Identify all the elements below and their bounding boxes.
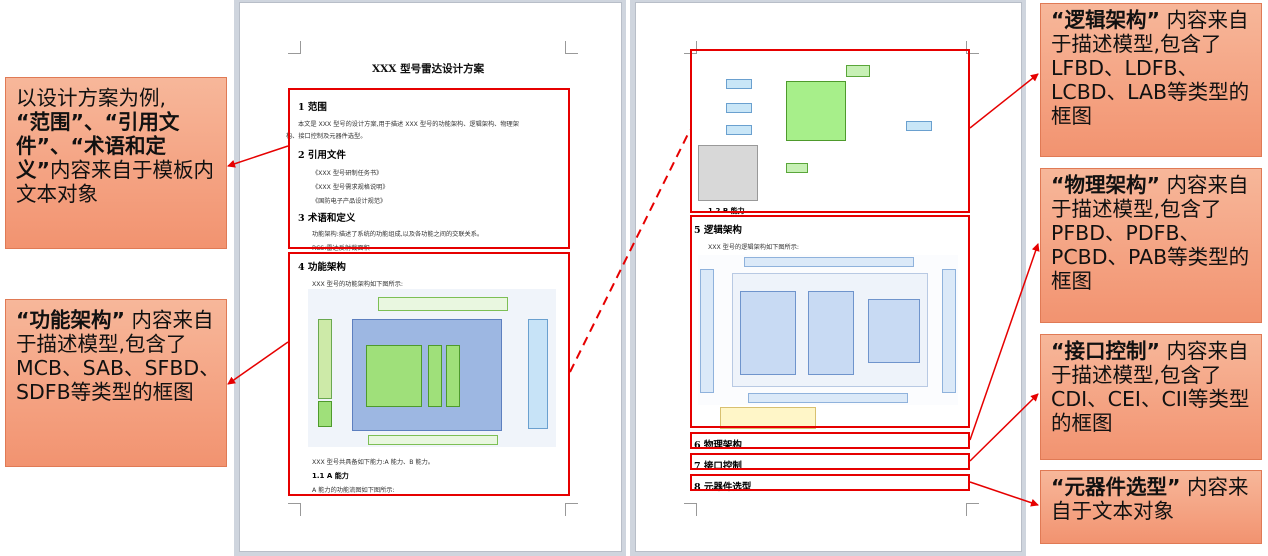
reference-item: 《国防电子产品设计规范》 [312, 198, 387, 205]
arrow-to-logical-callout [969, 73, 1039, 129]
callout-quote-functional: “功能架构” [16, 308, 125, 332]
page-corner-mark [288, 503, 301, 516]
logical-architecture-diagram [698, 255, 958, 405]
page-corner-mark [684, 503, 697, 516]
functional-architecture-diagram [308, 289, 556, 447]
callout-quote-scope: “范围” [16, 109, 84, 134]
section-4-1-heading: 1.1 A 能力 [312, 472, 349, 480]
section-5-intro: XXX 型号的逻辑架构如下图所示: [708, 244, 800, 251]
diagram-note [720, 407, 816, 429]
highlight-interface-control [690, 453, 970, 470]
diagram-block [744, 257, 914, 267]
arrow-to-text-callout [227, 145, 289, 168]
arrow-to-interface-callout [969, 393, 1039, 462]
callout-template-text: 以设计方案为例, “范围”、“引用文件”、“术语和定义”内容来自于模板内文本对象 [5, 77, 227, 249]
diagram-block [428, 345, 442, 407]
callout-functional-architecture: “功能架构” 内容来自于描述模型,包含了MCB、SAB、SFBD、SDFB等类型… [5, 299, 227, 467]
section-5-heading: 5 逻辑架构 [694, 225, 742, 236]
callout-quote-terms: “术语和定义” [16, 133, 166, 182]
diagram-block [846, 65, 870, 77]
section-1-text-line: 构、接口控制及元器件选型。 [286, 133, 367, 140]
highlight-physical-architecture [690, 432, 970, 449]
callout-logical-architecture: “逻辑架构” 内容来自于描述模型,包含了LFBD、LDFB、LCBD、LAB等类… [1040, 3, 1262, 157]
page-corner-mark [966, 41, 979, 54]
diagram-block [942, 269, 956, 393]
diagram-block [318, 319, 332, 399]
diagram-block [726, 79, 752, 89]
diagram-block [740, 291, 796, 375]
reference-item: 《XXX 型号研制任务书》 [312, 170, 383, 177]
callout-physical-architecture: “物理架构” 内容来自于描述模型,包含了PFBD、PDFB、PCBD、PAB等类… [1040, 168, 1262, 323]
diagram-block [528, 319, 548, 429]
diagram-block [726, 125, 752, 135]
highlight-text-sections [288, 88, 570, 249]
diagram-block [700, 269, 714, 393]
section-1-heading: 1 范围 [298, 102, 327, 113]
diagram-block [698, 145, 758, 201]
diagram-block [318, 401, 332, 427]
page-corner-mark [288, 41, 301, 54]
callout-tail: 内容来自于描述模型,包含了CDI、CEI、CII等类型的框图 [1051, 339, 1250, 435]
definition-line: 功能架构:描述了系统的功能组成,以及各功能之间的交联关系。 [312, 231, 484, 238]
diagram-block [446, 345, 460, 407]
section-4-intro: XXX 型号的功能架构如下图所示: [312, 281, 404, 288]
page-continuation-dashed-line [569, 129, 691, 373]
arrow-to-physical-callout [969, 243, 1040, 441]
arrow-to-component-callout [969, 481, 1039, 507]
document-page-1: XXX 型号雷达设计方案 1 范围 本文是 XXX 型号的设计方案,用于描述 X… [239, 2, 622, 552]
page-corner-mark [966, 503, 979, 516]
highlight-functional-architecture [288, 252, 570, 496]
callout-quote-logical: “逻辑架构” [1051, 8, 1160, 32]
callout-tail: 内容来自于模板内文本对象 [16, 157, 214, 206]
callout-intro: 以设计方案为例, [16, 86, 167, 110]
section-3-heading: 3 术语和定义 [298, 213, 356, 224]
highlight-component-selection [690, 474, 970, 491]
callout-tail: 内容来自于描述模型,包含了MCB、SAB、SFBD、SDFB等类型的框图 [16, 308, 220, 404]
diagram-block [368, 435, 498, 445]
diagram-block [378, 297, 508, 311]
section-7-heading: 7 接口控制 [694, 461, 742, 472]
callout-component-selection: “元器件选型” 内容来自于文本对象 [1040, 470, 1262, 544]
section-2-heading: 2 引用文件 [298, 150, 346, 161]
callout-separator: 、 [49, 133, 71, 158]
section-6-heading: 6 物理架构 [694, 440, 742, 451]
diagram-block [726, 103, 752, 113]
callout-quote-interface: “接口控制” [1051, 339, 1160, 363]
capability-b-diagram [696, 55, 966, 205]
page-corner-mark [565, 41, 578, 54]
callout-quote-references: “引用文件” [16, 109, 180, 158]
callout-separator: 、 [83, 109, 105, 134]
callout-quote-physical: “物理架构” [1051, 173, 1160, 197]
callout-interface-control: “接口控制” 内容来自于描述模型,包含了CDI、CEI、CII等类型的框图 [1040, 334, 1262, 460]
highlight-capability-b [690, 49, 970, 213]
callout-quote-components: “元器件选型” [1051, 475, 1181, 499]
section-8-heading: 8 元器件选型 [694, 482, 752, 493]
section-4-heading: 4 功能架构 [298, 262, 346, 273]
reference-item: 《XXX 型号需求规格说明》 [312, 184, 389, 191]
section-4-capabilities: XXX 型号共具备如下能力:A 能力、B 能力。 [312, 459, 434, 466]
diagram-block [868, 299, 920, 363]
diagram-block [748, 393, 908, 403]
diagram-block [366, 345, 422, 407]
callout-tail: 内容来自于文本对象 [1051, 475, 1249, 523]
section-1-text-line: 本文是 XXX 型号的设计方案,用于描述 XXX 型号的功能架构、逻辑架构、物理… [298, 121, 519, 128]
document-page-2: 1.2 B 能力 5 逻辑架构 XXX 型号的逻辑架构如下图所示: 6 物理架构… [635, 2, 1022, 552]
callout-tail: 内容来自于描述模型,包含了PFBD、PDFB、PCBD、PAB等类型的框图 [1051, 173, 1250, 293]
highlight-logical-architecture [690, 215, 970, 428]
arrow-to-functional-callout [227, 341, 289, 385]
diagram-block [906, 121, 932, 131]
diagram-block [786, 81, 846, 141]
document-title: XXX 型号雷达设计方案 [372, 63, 485, 75]
diagram-block [786, 163, 808, 173]
callout-tail: 内容来自于描述模型,包含了LFBD、LDFB、LCBD、LAB等类型的框图 [1051, 8, 1250, 128]
page-corner-mark [565, 503, 578, 516]
section-4-1-intro: A 能力的功能流图如下图所示: [312, 487, 395, 494]
diagram-block [808, 291, 854, 375]
